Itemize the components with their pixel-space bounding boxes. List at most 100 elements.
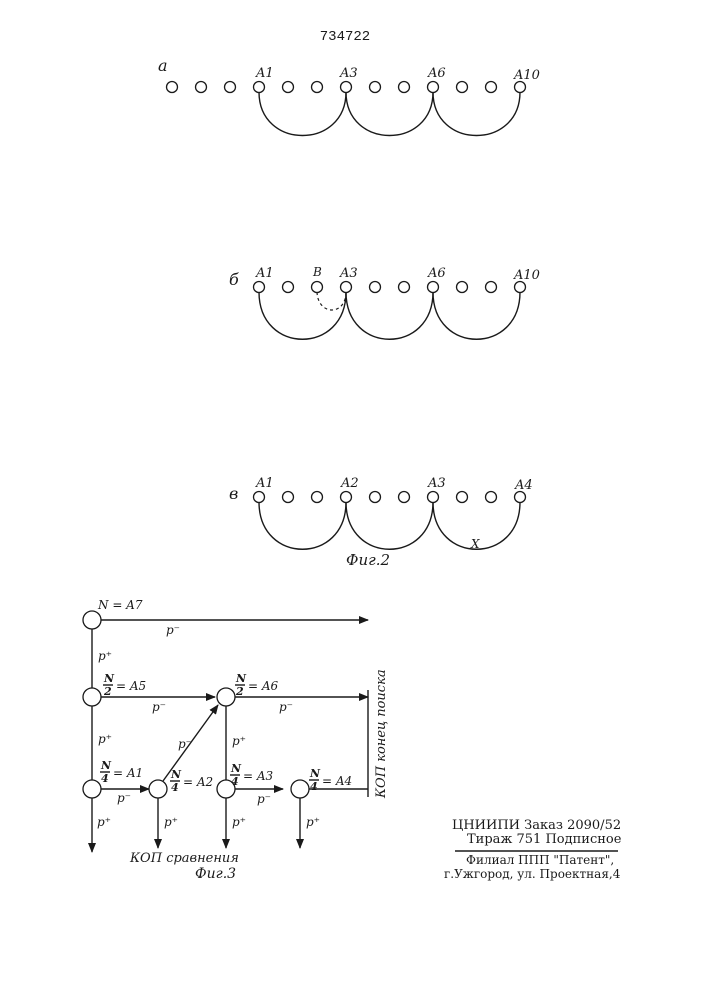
frac-num: N (170, 768, 182, 781)
node (167, 82, 178, 93)
edge-label-p-plus: p⁺ (98, 732, 112, 746)
label-x: X (470, 537, 480, 551)
node (399, 82, 410, 93)
label-a4: = A4 (322, 774, 352, 788)
fig2-v-label: в (229, 484, 238, 503)
node (370, 82, 381, 93)
node (370, 492, 381, 503)
arc (433, 292, 520, 339)
label-a3: A3 (427, 476, 446, 491)
node-a6 (428, 282, 439, 293)
label-kop-compare: КОП сравнения (129, 851, 239, 866)
frac-num: N (100, 759, 112, 772)
imprint-line3: Филиал ППП "Патент", (466, 853, 614, 867)
fig2-v: в A1 A2 A3 A4 X Фиг.2 (229, 476, 533, 569)
imprint-line2: Тираж 751 Подписное (467, 832, 622, 847)
node-a6 (428, 82, 439, 93)
arc (346, 92, 433, 136)
label-a1: A1 (255, 266, 274, 281)
node (283, 282, 294, 293)
edge-label-p-plus: p⁺ (97, 815, 111, 829)
node (312, 82, 323, 93)
node-a1 (254, 492, 265, 503)
label-root: N = A7 (97, 598, 143, 612)
label-a6: A6 (427, 266, 446, 281)
node-a3 (341, 282, 352, 293)
imprint: ЦНИИПИ Заказ 2090/52 Тираж 751 Подписное… (444, 818, 622, 881)
label-a2: = A2 (183, 775, 213, 789)
frac-num: N (230, 762, 242, 775)
label-a1: = A1 (113, 766, 143, 780)
node-a2 (149, 780, 167, 798)
fig3-caption: Фиг.3 (195, 866, 236, 882)
node-a10 (515, 282, 526, 293)
label-a6: A6 (427, 66, 446, 81)
arc (433, 92, 520, 136)
node-a5 (83, 688, 101, 706)
node-b (312, 282, 323, 293)
edge-label-p-plus: p⁺ (232, 734, 246, 748)
frac-den: 4 (101, 772, 109, 785)
node-a3 (428, 492, 439, 503)
arc (259, 292, 346, 339)
fig2-b: б A1 B A3 A6 A10 (229, 265, 540, 339)
imprint-line4: г.Ужгород, ул. Проектная,4 (444, 867, 621, 881)
edge-label-p-minus: p⁻ (166, 623, 180, 637)
label-a4: A4 (514, 478, 533, 493)
frac-den: 4 (310, 780, 318, 793)
arc (259, 92, 346, 136)
arc (346, 502, 433, 549)
label-kop-end: КОП конец поиска (374, 669, 389, 799)
edge-label-p-minus: p⁻ (117, 791, 131, 805)
patent-number: 734722 (320, 29, 370, 45)
label-a1: A1 (255, 66, 274, 81)
label-a3: A3 (339, 266, 358, 281)
node-a2 (341, 492, 352, 503)
node (283, 82, 294, 93)
frac-den: 4 (171, 781, 179, 794)
node-a7 (83, 611, 101, 629)
label-a2: A2 (340, 476, 359, 491)
node (486, 82, 497, 93)
fig2-a-label: а (158, 56, 168, 75)
node (457, 82, 468, 93)
edge-label-p-minus: p⁻ (152, 700, 166, 714)
frac-den: 2 (103, 685, 112, 698)
label-a5: = A5 (116, 679, 146, 693)
node (399, 492, 410, 503)
edge-label-p-plus: p⁺ (232, 815, 246, 829)
frac-num: N (309, 767, 321, 780)
node (370, 282, 381, 293)
label-a10: A10 (513, 68, 540, 83)
arc (259, 502, 346, 549)
label-a10: A10 (513, 268, 540, 283)
frac-num: N (235, 672, 247, 685)
frac-num: N (103, 672, 115, 685)
node (486, 282, 497, 293)
label-a3: A3 (339, 66, 358, 81)
node-a1 (83, 780, 101, 798)
node (457, 492, 468, 503)
label-a1: A1 (255, 476, 274, 491)
frac-den: 4 (231, 775, 239, 788)
edge-label-p-plus: p⁺ (98, 649, 112, 663)
node-a3 (341, 82, 352, 93)
node (457, 282, 468, 293)
label-a3: = A3 (243, 769, 274, 783)
fig2-caption: Фиг.2 (346, 551, 390, 569)
edge-label-p-minus: p⁻ (279, 700, 293, 714)
node-a10 (515, 82, 526, 93)
node (283, 492, 294, 503)
dashed-arc (317, 292, 346, 310)
node-a4 (291, 780, 309, 798)
edge-label-p-minus: p⁻ (257, 792, 271, 806)
arc (346, 292, 433, 339)
frac-den: 2 (235, 685, 244, 698)
imprint-line1: ЦНИИПИ Заказ 2090/52 (452, 818, 621, 833)
node (486, 492, 497, 503)
label-a6: = A6 (248, 679, 279, 693)
node-a1 (254, 82, 265, 93)
fig2-a: а A1 A3 A6 A10 (158, 56, 540, 136)
node-a4 (515, 492, 526, 503)
